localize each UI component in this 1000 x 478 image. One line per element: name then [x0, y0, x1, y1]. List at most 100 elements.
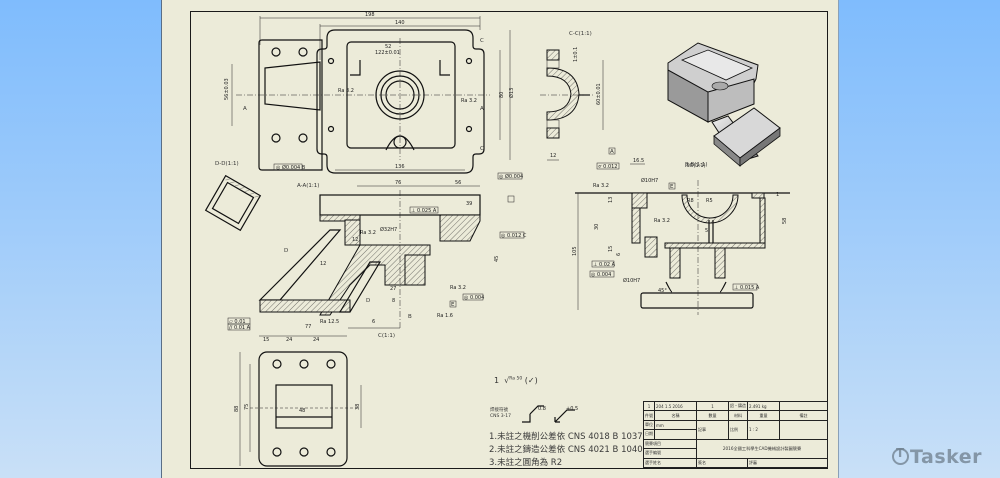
watermark-text: Tasker — [910, 446, 983, 468]
general-roughness-note: 1 √Ra 50 (✓) — [494, 376, 538, 385]
dim-text: 12 — [550, 153, 556, 159]
section-mark: C — [480, 146, 484, 152]
dim-text: 15 — [263, 337, 269, 343]
view-label: B-B(1:1) — [685, 162, 707, 168]
watermark: Tasker — [892, 446, 982, 468]
tb-cell: 1 — [696, 400, 729, 412]
weld-value: +0.5 — [566, 406, 578, 412]
dim-text: 122±0.01 — [375, 50, 400, 56]
tb-cell: 鋁・鑄造 — [728, 400, 748, 412]
note-line: 2.未註之鑄造公差依 CNS 4021 B 1040 之規定 — [489, 445, 671, 455]
dim-text: 24 — [313, 337, 319, 343]
dim-text: R5 — [706, 198, 713, 204]
tolerance-frame: ⊥ 0.025 A — [411, 208, 437, 214]
dim-text: 105 — [572, 246, 578, 256]
tb-cell: 204 1.5 2016 — [654, 400, 697, 412]
dim-text: 88 — [234, 406, 240, 412]
tb-header: 材料 — [728, 410, 748, 421]
tb-projection — [779, 419, 828, 440]
dim-text: R8 — [687, 198, 694, 204]
dim-text: 56±0.03 — [224, 78, 230, 100]
tb-cell — [779, 400, 828, 412]
roughness-paren: (✓) — [524, 376, 538, 385]
roughness-symbol: Ra 50 — [509, 376, 523, 382]
dim-text: 75 — [244, 404, 250, 410]
weld-value: 0.8 — [538, 406, 546, 412]
tolerance-frame: ◎ Ø0.004 B — [276, 164, 306, 171]
tb-competitor-number-label: 選手編號 — [643, 448, 697, 459]
dim-text: 13 — [608, 197, 614, 203]
tb-date-label: 日期 — [643, 429, 655, 440]
tb-unit-label: 單位 — [643, 419, 655, 431]
view-label: ISO(1:1) — [685, 163, 706, 169]
section-mark: A — [480, 106, 484, 112]
roughness-label: Ra 1.6 — [437, 313, 453, 319]
dim-text: Ø32H7 — [380, 226, 397, 233]
note-line: 3.未註之圓角為 R2 — [489, 458, 563, 468]
tb-sign-label: 簽名 — [696, 457, 748, 469]
dim-text: 1 — [776, 192, 779, 198]
roughness-general: 1 — [494, 376, 500, 385]
dim-text: 12 — [320, 261, 326, 267]
dim-text: 140 — [395, 20, 405, 26]
roughness-label: Ra 3.2 — [360, 230, 376, 236]
top-view: 198 140 Ø13 80 56±0.03 — [224, 12, 523, 203]
dim-text: 48 — [299, 408, 305, 414]
section-a-a: A-A(1:1) 76 56 39 12 Ø32H7 27 8 6 12 77 … — [227, 180, 527, 339]
weld-label-line: CNS 3-17 — [490, 414, 512, 419]
dim-text: 5 — [705, 228, 708, 234]
datum-label: E — [451, 302, 455, 308]
datum-label: E — [670, 184, 674, 190]
tb-unit-value: mm — [654, 419, 697, 431]
roughness-label: Ra 3.2 — [593, 183, 609, 189]
dim-text: 198 — [365, 12, 375, 18]
roughness-label: Ra 3.2 — [450, 285, 466, 291]
tb-header: 件號 — [643, 410, 655, 421]
tolerance-frame: ◎ Ø0.004 — [499, 173, 523, 180]
dim-text: Ø10H7 — [641, 177, 658, 184]
section-b-b: A ⌭ 0.012 16.5 Ø10H7 E B-B(1:1) Ra 3.2 1… — [572, 147, 790, 315]
section-mark: D — [284, 248, 288, 254]
roughness-label: Ra 12.5 — [320, 319, 339, 325]
view-sublabel: C(1:1) — [378, 333, 395, 339]
dim-text: 1±0.1 — [573, 47, 579, 62]
tb-scale-label: 比例 — [728, 419, 748, 440]
tb-title: 2016全國工科學生CAD機械設計製圖競賽 — [696, 438, 828, 459]
view-label: C-C(1:1) — [569, 31, 592, 37]
datum-label: A — [610, 149, 614, 155]
dim-text: 45° — [658, 288, 667, 294]
title-block: 1 204 1.5 2016 1 鋁・鑄造 2.491 kg 件號 名稱 數量 … — [643, 400, 828, 469]
dim-text: 8 — [392, 298, 395, 304]
bolt-holes — [271, 47, 473, 143]
bottom-view: 15 24 24 88 75 38 48 — [234, 335, 362, 467]
tb-header: 備註 — [779, 410, 828, 421]
section-mark: C — [480, 38, 484, 44]
bottom-bolt-holes — [272, 359, 336, 457]
dim-text: 56 — [455, 180, 461, 186]
dim-text: 24 — [286, 337, 292, 343]
tb-competition-label: 競賽項目 — [643, 438, 697, 450]
section-c-c: C-C(1:1) 60±0.01 1±0.1 12 — [540, 31, 604, 161]
tb-header: 重量 — [747, 410, 780, 421]
tolerance-frame: ⌭ 0.012 — [598, 164, 618, 170]
tolerance-frame: ◎ 0.004 — [591, 272, 611, 278]
tb-review-label: 評審 — [747, 457, 828, 469]
section-d-d: D-D(1:1) — [204, 161, 262, 232]
dim-text: 38 — [355, 404, 361, 410]
tb-header: 數量 — [696, 410, 729, 421]
roughness-label: Ra 3.2 — [654, 218, 670, 224]
tolerance-frame: ⊥ 0.02 A — [593, 262, 616, 268]
dim-text: 15 — [608, 246, 614, 252]
general-notes: 1.未註之機削公差依 CNS 4018 B 1037 之規定 2.未註之鑄造公差… — [489, 431, 671, 470]
dim-text: 6 — [616, 253, 622, 256]
dim-text: 80 — [499, 92, 505, 98]
section-mark: B — [408, 314, 412, 320]
dim-text: Ø13 — [508, 88, 515, 98]
tb-header: 名稱 — [654, 410, 697, 421]
dim-text: 12 — [352, 237, 358, 243]
dim-text: 76 — [395, 180, 401, 186]
roughness-label: Ra 3.2 — [461, 98, 477, 104]
section-mark: D — [366, 298, 370, 304]
tolerance-frame: ▱ 0.01 — [229, 319, 246, 325]
